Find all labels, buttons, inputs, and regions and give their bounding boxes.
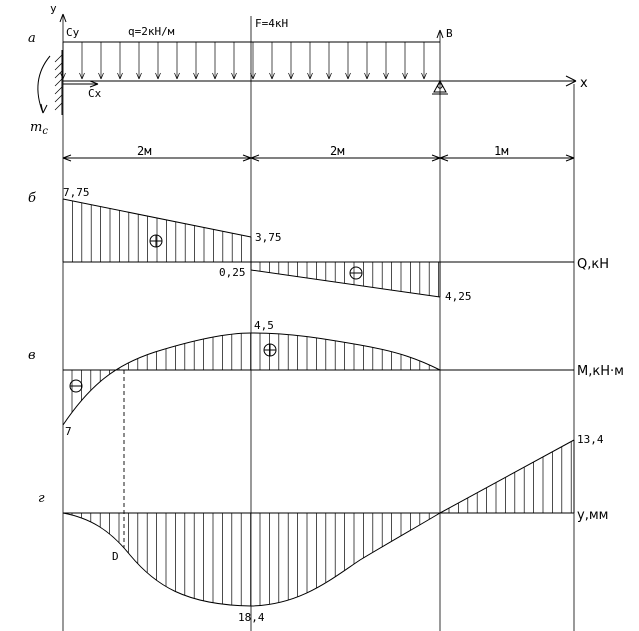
load-label: q=2кН/м	[128, 25, 175, 38]
m-value-left: 7	[65, 425, 72, 438]
load-arrowhead	[138, 72, 142, 80]
q-value-right: 4,25	[445, 290, 472, 303]
y-value-right: 13,4	[577, 433, 604, 446]
q-hatch	[62, 199, 439, 297]
load-arrowhead	[81, 72, 85, 80]
load-arrows	[60, 42, 427, 80]
load-arrowhead	[383, 72, 387, 80]
pin-support	[433, 79, 447, 93]
load-arrowhead	[100, 72, 104, 80]
y-axis-arrow	[59, 13, 67, 23]
q-line-2	[250, 269, 441, 298]
cx-arrowhead	[89, 80, 99, 88]
fixed-wall	[54, 50, 63, 115]
m-hatch	[71, 333, 439, 413]
load-arrowhead	[269, 72, 273, 80]
load-arrowhead	[79, 72, 83, 80]
load-arrowhead	[136, 72, 140, 80]
load-arrowhead	[250, 72, 254, 80]
row-label-v: в	[28, 348, 36, 363]
moment-label: mc	[30, 120, 48, 137]
support-b-label: B	[446, 27, 453, 40]
q-value-left: 7,75	[63, 186, 90, 199]
load-arrowhead	[117, 72, 121, 80]
y-axis-label: y	[50, 2, 57, 15]
load-arrowhead	[212, 72, 216, 80]
load-arrowhead	[271, 72, 275, 80]
load-arrowhead	[174, 72, 178, 80]
load-arrowhead	[404, 72, 408, 80]
cx-label: Cx	[88, 87, 102, 100]
q-value-mid-bot: 0,25	[219, 266, 246, 279]
m-curve	[62, 332, 441, 426]
x-axis-label: x	[580, 76, 588, 91]
load-arrowhead	[290, 72, 294, 80]
dim-label-1: 2м	[137, 144, 151, 158]
deflection-overhang	[439, 439, 575, 514]
y-value-min: 18,4	[238, 611, 265, 624]
row-label-a: а	[28, 31, 36, 46]
load-arrowhead	[328, 72, 332, 80]
load-arrowhead	[385, 72, 389, 80]
x-axis-arrow	[565, 75, 577, 87]
cy-label: Cy	[66, 26, 80, 39]
dim-label-2: 2м	[330, 144, 344, 158]
row-label-g: г	[38, 491, 45, 506]
load-arrowhead	[364, 72, 368, 80]
load-arrowhead	[176, 72, 180, 80]
load-arrowhead	[155, 72, 159, 80]
load-arrowhead	[288, 72, 292, 80]
point-d-label: D	[112, 550, 119, 563]
q-unit-label: Q,кН	[577, 257, 609, 272]
load-arrowhead	[252, 72, 256, 80]
load-arrowhead	[402, 72, 406, 80]
load-arrowhead	[193, 72, 197, 80]
load-arrowhead	[231, 72, 235, 80]
load-arrowhead	[98, 72, 102, 80]
load-arrowhead	[307, 72, 311, 80]
load-arrowhead	[366, 72, 370, 80]
dimension-arrows	[62, 154, 575, 162]
reaction-b-arrow	[436, 29, 444, 39]
load-arrowhead	[347, 72, 351, 80]
m-plus-sign	[263, 343, 277, 357]
deflection-curve	[62, 512, 441, 607]
load-arrowhead	[214, 72, 218, 80]
load-arrowhead	[309, 72, 313, 80]
load-arrowhead	[119, 72, 123, 80]
force-label: F=4кН	[255, 17, 288, 30]
load-arrowhead	[62, 72, 66, 80]
y-unit-label: y,мм	[577, 508, 608, 523]
load-arrowhead	[195, 72, 199, 80]
moment-arrowhead	[40, 103, 48, 114]
q-value-mid-top: 3,75	[255, 231, 282, 244]
load-arrowhead	[326, 72, 330, 80]
load-arrowhead	[423, 72, 427, 80]
load-arrowhead	[157, 72, 161, 80]
dim-label-3: 1м	[494, 144, 508, 158]
moment-arc	[37, 55, 51, 114]
q-plus-sign	[149, 234, 163, 248]
load-arrowhead	[345, 72, 349, 80]
load-arrowhead	[233, 72, 237, 80]
q-minus-sign	[349, 266, 363, 280]
y-hatch	[71, 441, 572, 606]
load-arrowhead	[421, 72, 425, 80]
m-minus-sign	[69, 379, 83, 393]
row-label-b: б	[28, 191, 36, 206]
m-value-max: 4,5	[254, 319, 274, 332]
pin-hinge	[437, 83, 443, 89]
m-unit-label: M,кН·м	[577, 364, 624, 379]
